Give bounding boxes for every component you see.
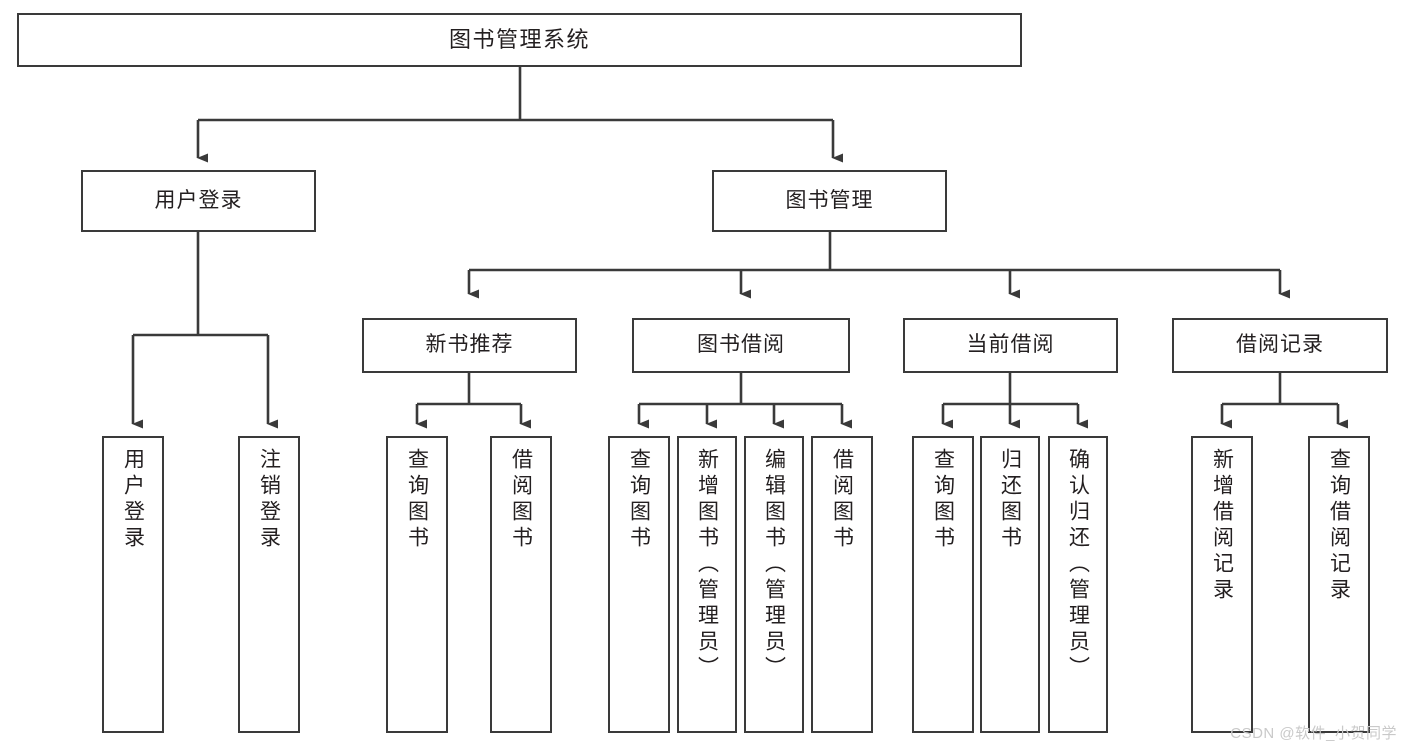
leaf-query-book-recommend[interactable]: 查询图书 (386, 436, 448, 733)
node-book-management-label: 图书管理 (785, 188, 874, 212)
node-user-login-label: 用户登录 (154, 188, 243, 212)
leaf-user-login[interactable]: 用户登录 (102, 436, 164, 733)
csdn-watermark: CSDN @软件_小贺同学 (1230, 725, 1397, 742)
leaf-add-book-admin[interactable]: 新增图书（管理员） (677, 436, 737, 733)
leaf-query-book-current-label: 查询图书 (931, 448, 955, 552)
leaf-query-book-borrow[interactable]: 查询图书 (608, 436, 670, 733)
leaf-confirm-return-admin-label: 确认归还（管理员） (1066, 448, 1090, 682)
leaf-add-book-admin-label: 新增图书（管理员） (695, 448, 719, 682)
leaf-borrow-book-recommend-label: 借阅图书 (509, 448, 533, 552)
leaf-borrow-book-recommend[interactable]: 借阅图书 (490, 436, 552, 733)
leaf-add-borrow-record[interactable]: 新增借阅记录 (1191, 436, 1253, 733)
leaf-borrow-book[interactable]: 借阅图书 (811, 436, 873, 733)
leaf-edit-book-admin-label: 编辑图书（管理员） (762, 448, 786, 682)
leaf-return-book[interactable]: 归还图书 (980, 436, 1040, 733)
node-root-label: 图书管理系统 (448, 27, 590, 53)
node-root[interactable]: 图书管理系统 (17, 13, 1022, 67)
leaf-user-login-label: 用户登录 (121, 448, 145, 552)
leaf-logout[interactable]: 注销登录 (238, 436, 300, 733)
leaf-borrow-book-label: 借阅图书 (830, 448, 854, 552)
node-current-borrow-label: 当前借阅 (966, 333, 1055, 357)
leaf-logout-label: 注销登录 (257, 448, 281, 552)
leaf-query-borrow-record[interactable]: 查询借阅记录 (1308, 436, 1370, 733)
leaf-confirm-return-admin[interactable]: 确认归还（管理员） (1048, 436, 1108, 733)
node-new-book-recommend-label: 新书推荐 (425, 333, 514, 357)
node-user-login[interactable]: 用户登录 (81, 170, 316, 232)
leaf-add-borrow-record-label: 新增借阅记录 (1210, 448, 1234, 604)
node-book-management[interactable]: 图书管理 (712, 170, 947, 232)
node-borrow-record[interactable]: 借阅记录 (1172, 318, 1388, 373)
leaf-edit-book-admin[interactable]: 编辑图书（管理员） (744, 436, 804, 733)
leaf-return-book-label: 归还图书 (998, 448, 1022, 552)
node-borrow-record-label: 借阅记录 (1236, 333, 1324, 357)
node-book-borrow[interactable]: 图书借阅 (632, 318, 850, 373)
node-current-borrow[interactable]: 当前借阅 (903, 318, 1118, 373)
node-book-borrow-label: 图书借阅 (697, 333, 785, 357)
leaf-query-book-current[interactable]: 查询图书 (912, 436, 974, 733)
leaf-query-book-recommend-label: 查询图书 (405, 448, 429, 552)
node-new-book-recommend[interactable]: 新书推荐 (362, 318, 577, 373)
leaf-query-book-borrow-label: 查询图书 (627, 448, 651, 552)
leaf-query-borrow-record-label: 查询借阅记录 (1327, 448, 1351, 604)
